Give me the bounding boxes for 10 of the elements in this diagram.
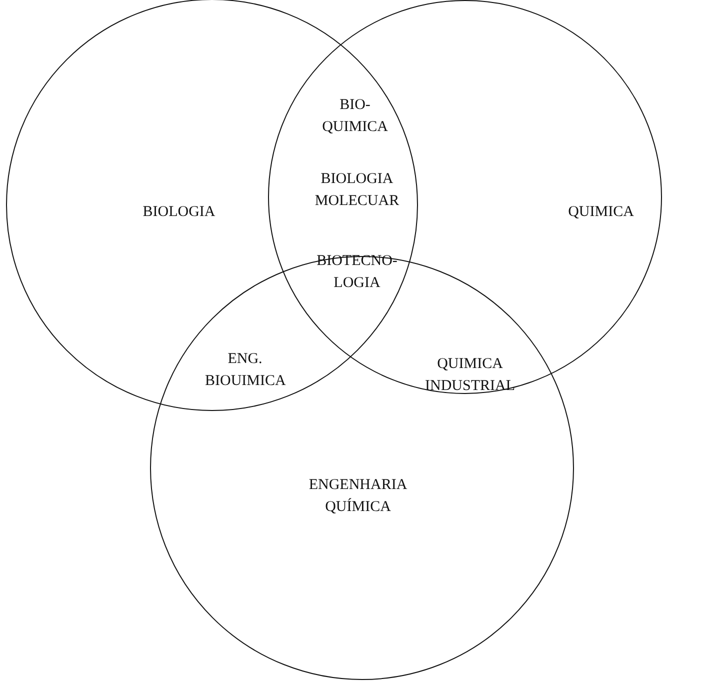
venn-circle — [6, 0, 418, 411]
overlap-label: ENG. BIOUIMICA — [205, 350, 285, 391]
circle-label: QUIMICA — [567, 203, 635, 222]
overlap-label: BIOTECNO- LOGIA — [316, 252, 398, 293]
circle-label: ENGENHARIA QUÍMICA — [308, 476, 408, 517]
venn-circle — [150, 256, 574, 680]
overlap-label: BIOLOGIA MOLECUAR — [314, 170, 400, 211]
overlap-label: BIO- QUIMICA — [321, 96, 389, 137]
overlap-label: QUIMICA INDUSTRIAL — [424, 355, 516, 396]
circle-label: BIOLOGIA — [142, 203, 216, 222]
